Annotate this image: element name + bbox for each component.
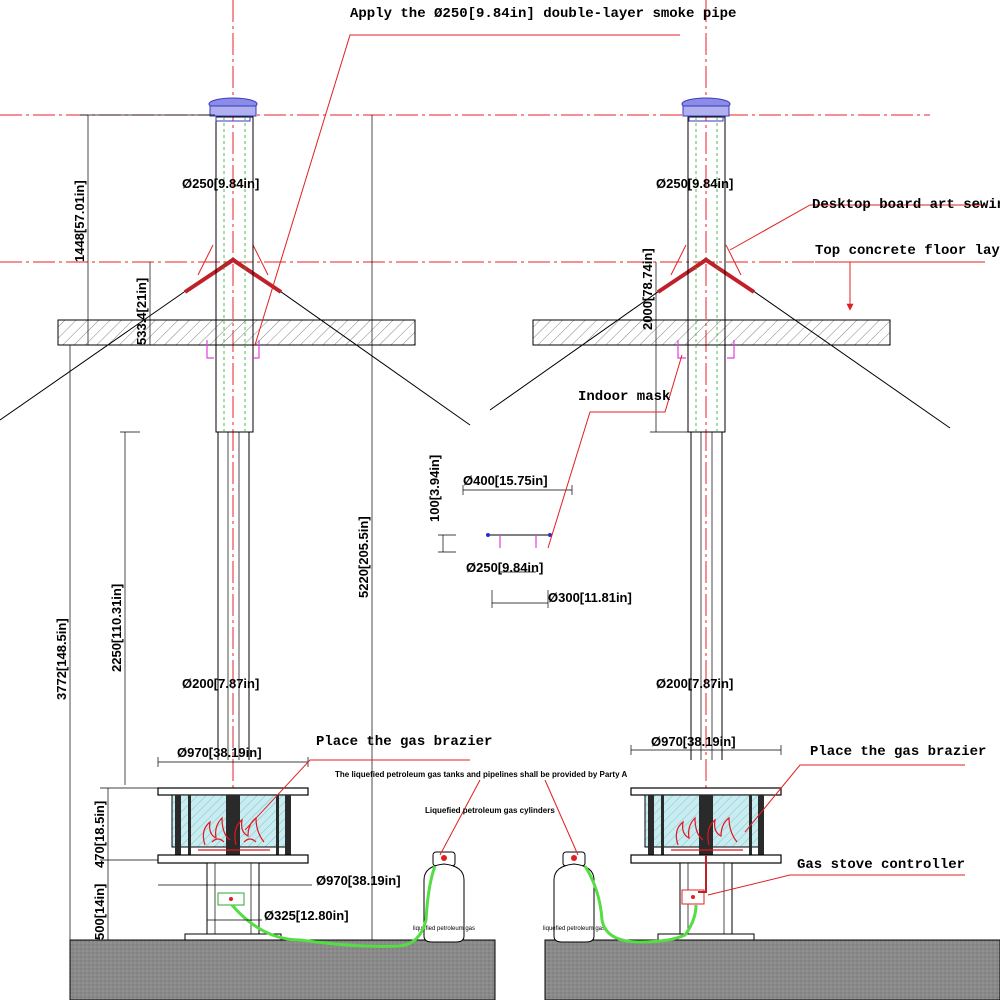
note-top-concrete: Top concrete floor layer <box>815 243 1000 259</box>
gas-cylinder-left-icon <box>423 851 465 943</box>
dim-500: 500[14in] <box>92 884 107 940</box>
ground-left <box>69 939 496 1000</box>
dimension-lines-right <box>650 262 690 433</box>
collar-right <box>677 340 735 359</box>
ground-right <box>544 939 1000 1000</box>
dim-d300: Ø300[11.81in] <box>548 590 632 605</box>
note-lpg-cylinders: Liquefied petroleum gas cylinders <box>425 806 555 815</box>
rain-cap-right-icon <box>681 97 731 122</box>
gas-hose-right <box>583 865 698 944</box>
fire-table-left <box>157 757 309 941</box>
rain-cap-left-icon <box>208 97 258 122</box>
flashing-edge <box>252 244 269 276</box>
dim-d250-mask: Ø250[9.84in] <box>466 560 543 575</box>
note-smoke-pipe: Apply the Ø250[9.84in] double-layer smok… <box>350 6 736 22</box>
indoor-mask-detail <box>438 485 573 608</box>
ceiling-slab-left <box>57 319 416 346</box>
note-lpg-provided: The liquefied petroleum gas tanks and pi… <box>335 770 627 779</box>
dimension-lines-left <box>69 114 373 940</box>
dim-2250: 2250[110.31in] <box>109 584 124 672</box>
note-gas-controller: Gas stove controller <box>797 857 965 873</box>
flashing-edge <box>725 244 742 276</box>
gas-cylinder-right-icon <box>553 851 595 943</box>
note-gas-brazier-right: Place the gas brazier <box>810 744 986 760</box>
collar-left <box>206 340 260 359</box>
dim-d970-base-left: Ø970[38.19in] <box>316 873 401 888</box>
dim-d200-right: Ø200[7.87in] <box>656 676 733 691</box>
dim-3772: 3772[148.5in] <box>54 618 69 700</box>
dim-533: 533.4[21in] <box>134 278 149 345</box>
flashing-edge <box>197 244 214 276</box>
tank-label-left: liquefied petroleum gas <box>413 926 475 932</box>
note-gas-brazier-left: Place the gas brazier <box>316 734 492 750</box>
dim-d250-right: Ø250[9.84in] <box>656 176 733 191</box>
dim-d200-left: Ø200[7.87in] <box>182 676 259 691</box>
controller-wire <box>698 855 707 893</box>
note-desktop-board: Desktop board art sewing <box>812 197 1000 213</box>
chimney-left <box>215 116 254 760</box>
dim-d250-left: Ø250[9.84in] <box>182 176 259 191</box>
chimney-right <box>687 116 726 760</box>
dim-470: 470[18.5in] <box>92 801 107 868</box>
flame-left-icon <box>198 816 270 851</box>
leader-lines <box>244 34 985 896</box>
dim-5220: 5220[205.5in] <box>356 516 371 598</box>
dim-d400: Ø400[15.75in] <box>463 473 548 488</box>
note-indoor-mask: Indoor mask <box>578 389 670 405</box>
dim-1448: 1448[57.01in] <box>72 180 87 262</box>
gas-hose-left <box>230 865 437 948</box>
ceiling-slab-right <box>532 319 891 346</box>
roof-flashing-right <box>656 257 756 294</box>
dim-2000: 2000[78.74in] <box>640 248 655 330</box>
flame-right-icon <box>671 816 743 851</box>
dim-d970-top-right: Ø970[38.19in] <box>651 734 736 749</box>
tank-label-right: liquefied petroleum gas <box>543 926 605 932</box>
flashing-edge <box>670 244 687 276</box>
dim-100: 100[3.94in] <box>427 455 442 522</box>
dim-d325: Ø325[12.80in] <box>264 908 349 923</box>
roof-flashing-left <box>183 257 283 294</box>
dim-d970-top-left: Ø970[38.19in] <box>177 745 262 760</box>
